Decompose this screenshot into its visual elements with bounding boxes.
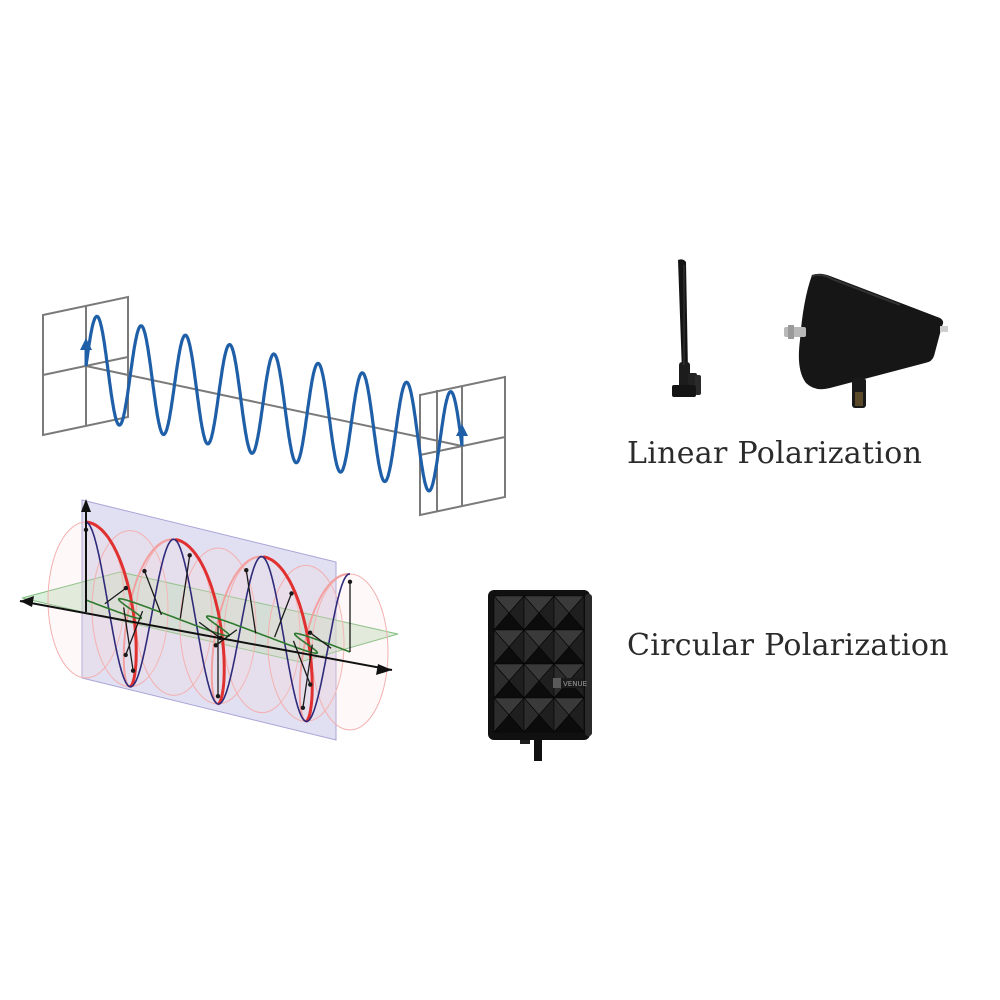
linear-polarization-label: Linear Polarization — [627, 436, 923, 471]
pyramid-stud-face — [553, 629, 570, 665]
field-vector-tip — [130, 668, 136, 673]
propagation-axis-circular — [19, 596, 393, 675]
field-vector-tip — [308, 682, 313, 687]
pyramid-stud-face — [493, 595, 510, 631]
field-vector-tip — [289, 591, 294, 596]
vertical-component-wave — [85, 521, 350, 723]
pyramid-stud-face — [523, 697, 540, 733]
linear-wave-diagram — [42, 295, 506, 517]
propagation-axis — [85, 365, 463, 447]
field-vector-tip — [213, 643, 218, 648]
field-vector — [143, 570, 163, 616]
pyramid-stud-face — [493, 663, 510, 699]
field-vector-tip — [300, 705, 306, 710]
field-vector — [123, 607, 134, 671]
pyramid-stud-face — [523, 663, 540, 699]
log-periodic-paddle-antenna-icon — [784, 273, 948, 408]
field-arrow-left — [80, 338, 92, 366]
field-arrow-right — [456, 424, 468, 446]
field-vector-tip — [123, 652, 128, 658]
pyramid-stud-face — [493, 629, 510, 665]
helix-front — [85, 520, 314, 723]
circular-wave-diagram — [19, 499, 399, 741]
field-vector — [125, 610, 144, 656]
device-brand-text: VENUE — [563, 680, 587, 688]
field-vector-tip — [215, 694, 221, 699]
field-vector — [273, 593, 293, 638]
field-vector — [104, 587, 127, 605]
field-vector-tip — [347, 579, 353, 584]
field-vector-tip — [307, 630, 313, 635]
vertical-axis — [81, 499, 91, 612]
field-vector — [179, 555, 191, 619]
field-vector — [309, 632, 332, 649]
field-vector — [215, 629, 238, 646]
whip-antenna-icon — [672, 259, 701, 397]
pyramid-stud-face — [553, 595, 570, 631]
pyramid-stud-face — [553, 697, 570, 733]
field-vector — [245, 570, 257, 634]
pyramid-stud-pattern — [493, 595, 585, 733]
helix-back — [122, 538, 350, 723]
field-vector-tip — [142, 568, 147, 574]
pyramid-stud-face — [493, 697, 510, 733]
field-vector-tip — [123, 585, 129, 591]
pyramid-stud-face — [523, 629, 540, 665]
pyramid-stud-face — [523, 595, 540, 631]
circular-panel-antenna-icon: VENUE — [488, 590, 592, 761]
field-vector-tip — [244, 568, 249, 573]
field-vector — [198, 621, 221, 639]
circular-polarization-label: Circular Polarization — [627, 628, 949, 663]
field-vector-tip — [187, 553, 192, 558]
linear-wave — [84, 314, 464, 493]
